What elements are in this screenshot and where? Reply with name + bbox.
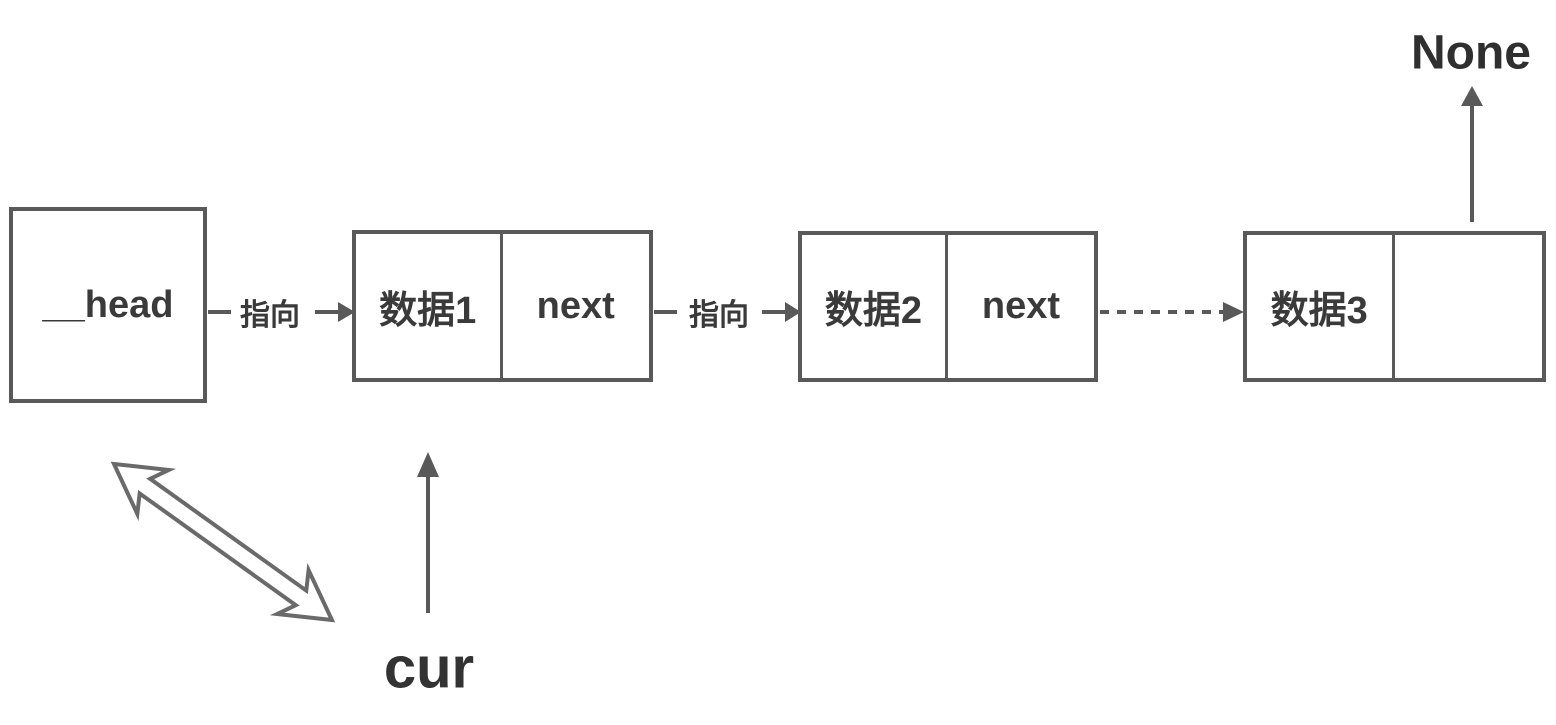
list-node-2: 数据2 next xyxy=(798,231,1098,382)
node-1-next-cell: next xyxy=(536,284,615,327)
list-node-1: 数据1 next xyxy=(352,230,653,382)
list-node-3: 数据3 xyxy=(1243,231,1546,382)
cur-arrow xyxy=(417,452,439,613)
none-arrow xyxy=(1461,86,1483,222)
none-terminator-label: None xyxy=(1411,26,1531,80)
node-3-next-cell xyxy=(1395,235,1543,378)
pointer-arrow-1-label: 指向 xyxy=(240,299,300,332)
node-2-next-cell: next xyxy=(981,285,1061,327)
node-3-data-cell: 数据3 xyxy=(1247,235,1395,378)
head-cur-double-arrow xyxy=(110,461,336,623)
dashed-next-arrow xyxy=(1100,302,1244,322)
node-2-data-cell: 数据2 xyxy=(802,235,948,378)
cur-pointer-label: cur xyxy=(383,635,475,701)
pointer-arrow-2-label: 指向 xyxy=(689,299,749,332)
head-pointer-box: __head xyxy=(9,207,207,403)
head-pointer-label: __head xyxy=(42,283,174,326)
node-1-data-cell: 数据1 xyxy=(356,234,503,378)
